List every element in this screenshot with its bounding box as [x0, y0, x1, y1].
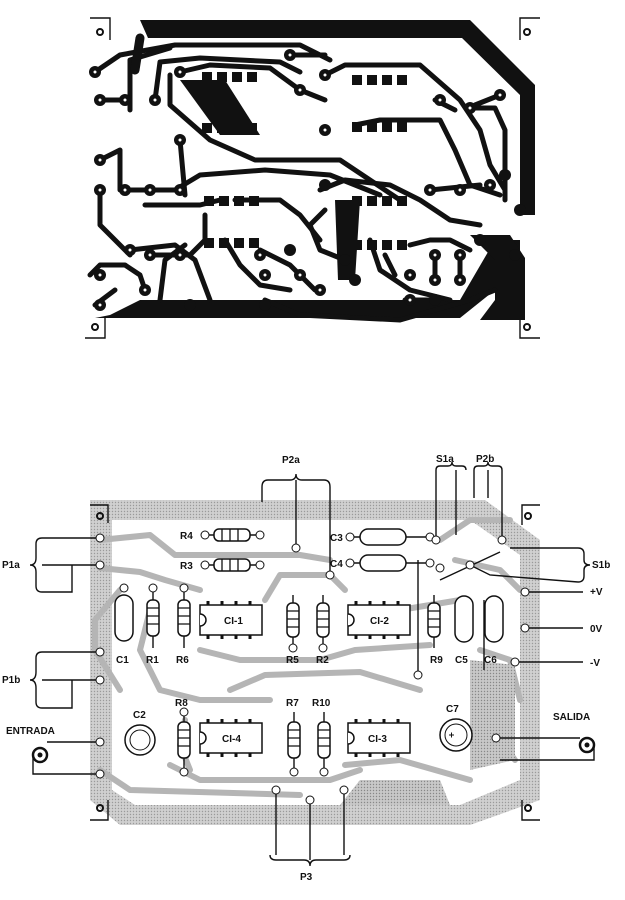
- pad-holes: [93, 53, 502, 307]
- resistor-r2: [316, 595, 330, 648]
- resistor-r5-label: R5: [286, 655, 299, 666]
- p3-brace: [269, 854, 351, 867]
- positive-rail-label: +V: [590, 587, 603, 598]
- copper-layout: [85, 17, 540, 339]
- p2b-wire: [473, 470, 503, 540]
- resistor-r3: [200, 558, 265, 572]
- input-jack-icon: [31, 746, 49, 764]
- p1b-label: P1b: [2, 675, 20, 686]
- resistor-r1-label: R1: [146, 655, 159, 666]
- silk-ground: [340, 660, 515, 805]
- corner-mark: [90, 17, 111, 40]
- corner-mark: [85, 318, 106, 339]
- capacitor-c1-label: C1: [116, 655, 129, 666]
- capacitor-c7: [439, 718, 473, 752]
- ground-plane: [180, 80, 260, 135]
- output-wire: [500, 737, 595, 761]
- corner-mark: [519, 17, 540, 40]
- ground-plane: [95, 240, 520, 318]
- negative-rail-label: -V: [590, 658, 600, 669]
- capacitor-c2: [124, 724, 156, 756]
- ic-ci4: [199, 719, 263, 757]
- resistor-r6-label: R6: [176, 655, 189, 666]
- resistor-r4: [200, 528, 265, 542]
- ic-ci2: [347, 601, 411, 639]
- p2a-wire: [261, 480, 331, 575]
- zero-rail-label: 0V: [590, 624, 603, 635]
- capacitor-c6-label: C6: [484, 655, 497, 666]
- ic-ci4-label: CI-4: [222, 734, 241, 745]
- resistor-r2-label: R2: [316, 655, 329, 666]
- resistor-r9: [427, 595, 441, 648]
- capacitor-c3-label: C3: [330, 533, 343, 544]
- ic-ci3-label: CI-3: [368, 734, 387, 745]
- p1a-wire: [42, 537, 100, 593]
- resistor-r1: [146, 590, 160, 648]
- resistor-r6: [177, 590, 191, 648]
- resistor-r3-label: R3: [180, 561, 193, 572]
- ic-ci3: [347, 719, 411, 757]
- assembly-pads: [95, 533, 530, 805]
- pad-row: [202, 72, 257, 133]
- capacitor-c4-label: C4: [330, 559, 343, 570]
- s1b-brace: [577, 547, 591, 583]
- p3-label: P3: [300, 872, 313, 883]
- capacitor-c6: [484, 595, 504, 643]
- output-jack-icon: [578, 736, 596, 754]
- corner-mark: [90, 504, 109, 523]
- resistor-r5: [286, 595, 300, 648]
- capacitor-c4: [345, 554, 435, 572]
- corner-mark: [521, 800, 540, 821]
- ic-ci1: [199, 601, 263, 639]
- s1a-label: S1a: [436, 454, 454, 465]
- capacitor-c1: [114, 594, 134, 642]
- capacitor-c5: [454, 595, 474, 643]
- capacitor-c5-label: C5: [455, 655, 468, 666]
- p2b-label: P2b: [476, 454, 494, 465]
- p3-wire: [275, 790, 345, 860]
- corner-mark: [519, 318, 540, 339]
- resistor-r8-label: R8: [175, 698, 188, 709]
- p2a-brace: [261, 473, 331, 488]
- capacitor-c7-label: C7: [446, 704, 459, 715]
- pad-row: [352, 75, 407, 132]
- input-label: ENTRADA: [6, 726, 55, 737]
- resistor-r9-label: R9: [430, 655, 443, 666]
- p2b-brace: [473, 461, 503, 471]
- resistor-r7: [287, 712, 301, 770]
- assembly-layout: P2a S1a P2b S1b P1a P1b ENTRADA SALIDA: [2, 454, 610, 883]
- p1b-wire: [42, 651, 100, 709]
- p1b-brace: [29, 651, 43, 709]
- resistor-r8: [177, 712, 191, 770]
- p2a-label: P2a: [282, 455, 300, 466]
- resistor-r7-label: R7: [286, 698, 299, 709]
- ic-ci2-label: CI-2: [370, 616, 389, 627]
- resistor-r10: [317, 712, 331, 770]
- corner-mark: [521, 504, 540, 525]
- pad-row: [204, 196, 259, 248]
- p1a-brace: [29, 537, 43, 593]
- capacitor-c2-label: C2: [133, 710, 146, 721]
- pad-row: [352, 196, 407, 250]
- p1a-label: P1a: [2, 560, 20, 571]
- resistor-r4-label: R4: [180, 531, 193, 542]
- s1a-brace: [435, 461, 467, 471]
- s1a-wire: [435, 470, 457, 540]
- input-wire: [32, 741, 100, 775]
- corner-mark: [90, 800, 109, 821]
- output-label: SALIDA: [553, 712, 590, 723]
- s1b-label: S1b: [592, 560, 610, 571]
- ic-ci1-label: CI-1: [224, 616, 243, 627]
- resistor-r10-label: R10: [312, 698, 331, 709]
